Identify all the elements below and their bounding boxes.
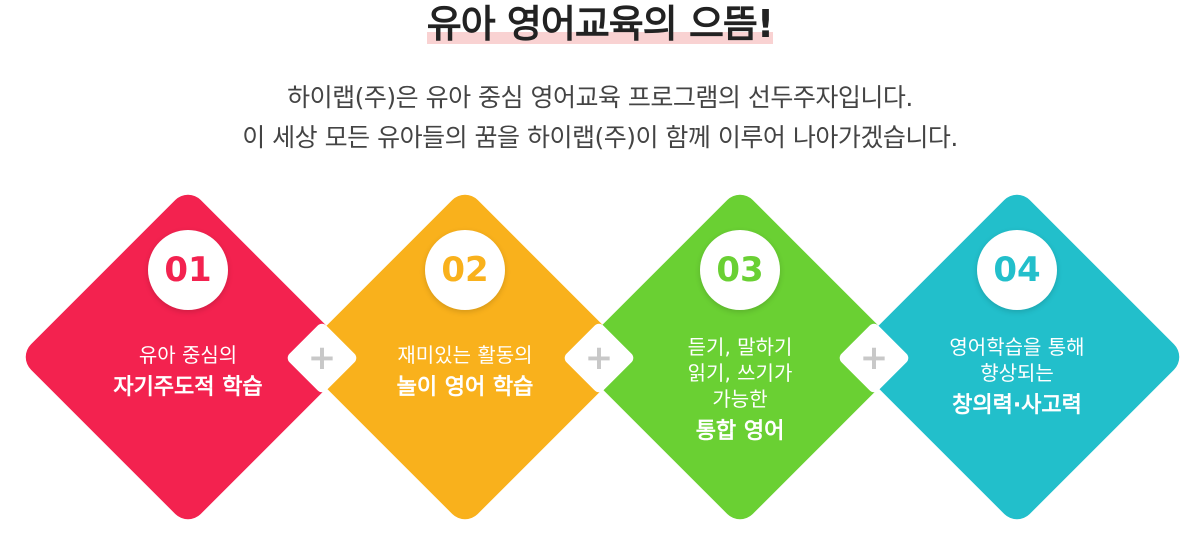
plus-icon: + bbox=[859, 338, 889, 378]
card-2-text: 재미있는 활동의 놀이 영어 학습 bbox=[355, 342, 575, 404]
card-1-text: 유아 중심의 자기주도적 학습 bbox=[78, 342, 298, 404]
card-line: 읽기, 쓰기가 bbox=[687, 361, 793, 385]
card-line: 유아 중심의 bbox=[138, 343, 238, 367]
card-3-number-badge: 03 bbox=[700, 230, 780, 310]
plus-icon: + bbox=[584, 338, 614, 378]
card-line: 향상되는 bbox=[980, 361, 1054, 385]
subtitle-line-2: 이 세상 모든 유아들의 꿈을 하이랩(주)이 함께 이루어 나아가겠습니다. bbox=[242, 123, 958, 152]
card-3-text: 듣기, 말하기 읽기, 쓰기가 가능한 통합 영어 bbox=[630, 334, 850, 448]
card-highlight: 자기주도적 학습 bbox=[113, 375, 263, 400]
card-2-number-badge: 02 bbox=[425, 230, 505, 310]
card-highlight: 통합 영어 bbox=[695, 419, 785, 444]
card-4-text: 영어학습을 통해 향상되는 창의력·사고력 bbox=[907, 334, 1127, 422]
card-highlight: 창의력·사고력 bbox=[952, 393, 1082, 418]
card-4-number-badge: 04 bbox=[977, 230, 1057, 310]
card-line: 가능한 bbox=[712, 387, 768, 411]
subtitle-line-1: 하이랩(주)은 유아 중심 영어교육 프로그램의 선두주자입니다. bbox=[287, 83, 913, 112]
card-1-number-badge: 01 bbox=[148, 230, 228, 310]
card-line: 재미있는 활동의 bbox=[397, 343, 533, 367]
card-highlight: 놀이 영어 학습 bbox=[396, 375, 534, 400]
page-title: 유아 영어교육의 으뜸! bbox=[426, 2, 774, 46]
card-line: 듣기, 말하기 bbox=[687, 335, 793, 359]
plus-icon: + bbox=[307, 338, 337, 378]
card-line: 영어학습을 통해 bbox=[949, 335, 1085, 359]
